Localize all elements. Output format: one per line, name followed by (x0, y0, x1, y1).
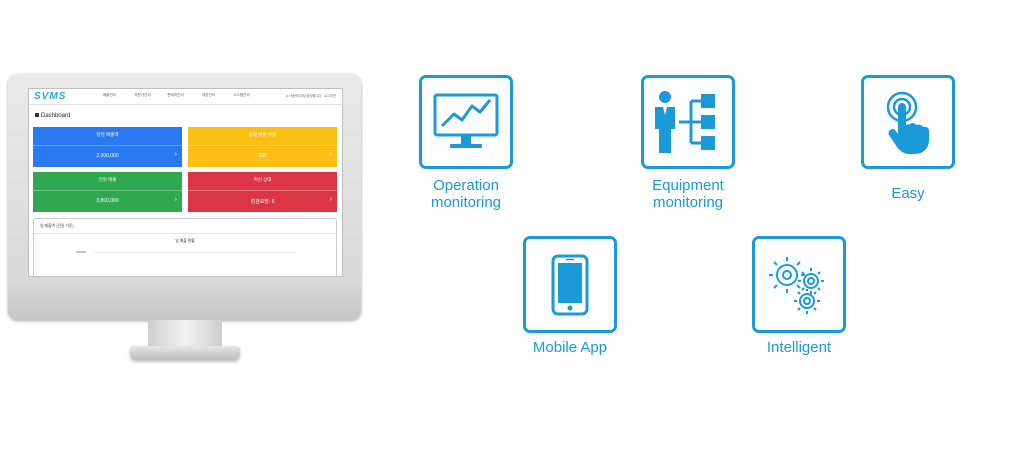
card-value: 920 (258, 153, 267, 159)
card-value: 3,800,000 (96, 198, 119, 204)
card-value: 2,300,000 (96, 153, 119, 159)
monitor-screen: SVMS 매출관리 자판기관리 판매처관리 재공관리 시스템관리 시스템관리자님… (28, 88, 343, 277)
label-line-1: Easy (891, 185, 925, 202)
chevron-right-icon: › (174, 151, 177, 158)
card-divider (188, 145, 337, 146)
chevron-right-icon: › (174, 196, 177, 203)
app-header: SVMS 매출관리 자판기관리 판매처관리 재공관리 시스템관리 시스템관리자님… (29, 89, 342, 105)
card-yesterday-sales[interactable]: 전일 매출 3,800,000 › (33, 172, 182, 212)
feature-label: Operation monitoring (389, 177, 543, 211)
monitor-chin (8, 284, 361, 320)
feature-label: Intelligent (722, 339, 876, 356)
feature-operation-monitoring: Operation monitoring (419, 75, 513, 215)
gears-icon (769, 256, 824, 314)
touch-hand-icon (886, 91, 929, 154)
chevron-right-icon: › (329, 151, 332, 158)
monitor-illustration: SVMS 매출관리 자판기관리 판매처관리 재공관리 시스템관리 시스템관리자님… (8, 74, 361, 320)
card-divider (188, 190, 337, 191)
feature-equipment-monitoring: Equipment monitoring (641, 75, 735, 215)
feature-label: Easy (831, 185, 985, 202)
card-today-quantity[interactable]: 당일 매출 수량 920 › (188, 127, 337, 167)
label-line-1: Intelligent (766, 339, 832, 356)
menu-item-vendor[interactable]: 판매처관리 (167, 93, 184, 97)
feature-label: Mobile App (493, 339, 647, 356)
chevron-right-icon: › (329, 196, 332, 203)
feature-intelligent: Intelligent (752, 236, 846, 366)
chart-gridline (94, 252, 296, 253)
monitor-stand-neck (148, 320, 222, 348)
chart-title: 일 매출 현황 (175, 239, 195, 243)
feature-easy: Easy (861, 75, 955, 215)
feature-icon-box (861, 75, 955, 169)
panel-divider (34, 233, 336, 234)
feature-icon-box (523, 236, 617, 333)
label-line-2: monitoring (652, 194, 724, 211)
app-menu: 매출관리 자판기관리 판매처관리 재공관리 시스템관리 (93, 93, 258, 98)
person-hierarchy-icon (655, 91, 715, 153)
feature-mobile-app: Mobile App (523, 236, 617, 366)
feature-icon-box (752, 236, 846, 333)
feature-icon-box (419, 75, 513, 169)
card-machine-status[interactable]: 머신 상태 점검요망: 6 › (188, 172, 337, 212)
smartphone-icon (551, 254, 589, 315)
label-line-1: Mobile App (532, 339, 608, 356)
menu-item-system[interactable]: 시스템관리 (233, 93, 250, 97)
monitor-chart-icon (433, 93, 499, 148)
card-title: 전일 매출 (98, 177, 117, 182)
card-title: 당일 매출액 (96, 132, 119, 137)
page-title: Dashboard (35, 113, 70, 119)
feature-icon-box (641, 75, 735, 169)
card-divider (33, 145, 182, 146)
card-title: 머신 상태 (253, 177, 272, 182)
menu-item-sales[interactable]: 매출관리 (102, 93, 117, 97)
menu-item-stock[interactable]: 재공관리 (201, 93, 216, 97)
monitor-stand-base (130, 346, 240, 360)
card-value: 점검요망: 6 (250, 199, 275, 205)
daily-sales-panel: 일 매출액 (전일 기준) 일 매출 현황 200000 (33, 218, 337, 276)
label-line-1: Operation (433, 177, 499, 194)
user-info: 시스템관리자님 환영합니다 · 로그아웃 (285, 94, 336, 98)
feature-label: Equipment monitoring (611, 177, 765, 211)
chart-y-value: 200000 (76, 250, 87, 254)
menu-item-vending[interactable]: 자판기관리 (134, 93, 151, 97)
label-line-1: Equipment (652, 177, 724, 194)
card-title: 당일 매출 수량 (248, 132, 277, 137)
app-logo: SVMS (34, 91, 67, 102)
label-line-2: monitoring (430, 194, 502, 211)
panel-header: 일 매출액 (전일 기준) (40, 224, 74, 228)
card-today-sales[interactable]: 당일 매출액 2,300,000 › (33, 127, 182, 167)
card-divider (33, 190, 182, 191)
